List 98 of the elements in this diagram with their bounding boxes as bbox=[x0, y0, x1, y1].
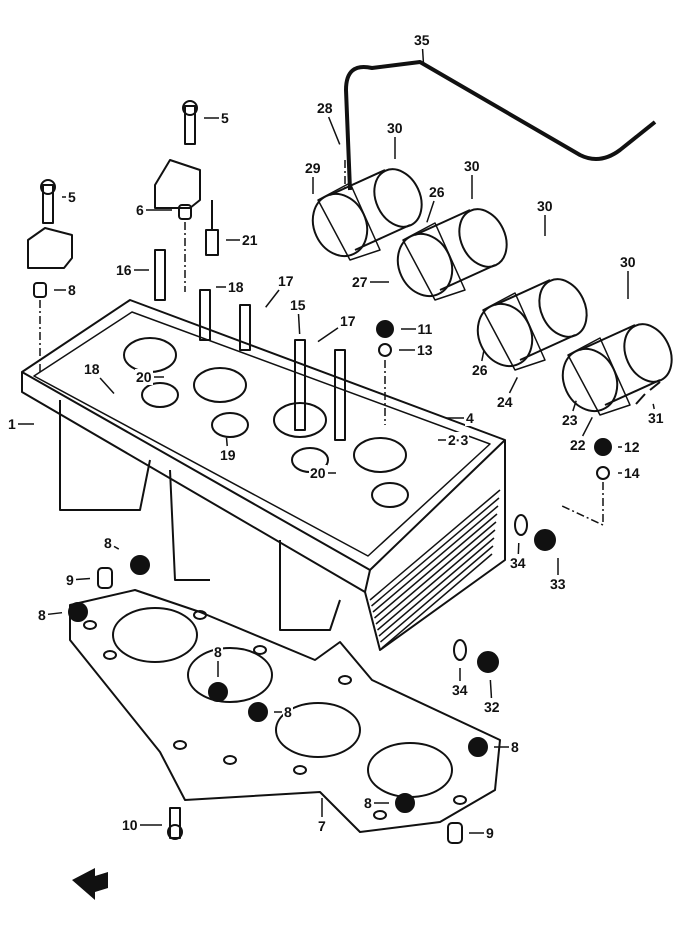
callout-number: 26 bbox=[428, 184, 446, 200]
leader-line bbox=[426, 200, 435, 223]
leader-line bbox=[328, 472, 336, 474]
leader-line bbox=[572, 400, 577, 412]
leader-line bbox=[481, 350, 485, 362]
leader-line bbox=[226, 239, 240, 241]
leader-line bbox=[471, 175, 473, 199]
leader-line bbox=[618, 446, 622, 448]
callout-number: 8 bbox=[363, 795, 373, 811]
leader-line bbox=[446, 417, 464, 419]
callout-number: 9 bbox=[65, 572, 75, 588]
leader-line bbox=[394, 137, 396, 159]
callout-number: 30 bbox=[536, 198, 554, 214]
callout-number: 8 bbox=[67, 282, 77, 298]
callout-number: 22 bbox=[569, 437, 587, 453]
leader-line bbox=[100, 378, 115, 394]
callout-number: 28 bbox=[316, 100, 334, 116]
leader-line bbox=[401, 328, 416, 330]
callout-number: 34 bbox=[451, 682, 469, 698]
callout-number: 8 bbox=[103, 535, 113, 551]
callout-number: 20 bbox=[309, 465, 327, 481]
leader-line bbox=[134, 269, 149, 271]
leader-line bbox=[374, 802, 389, 804]
leader-line bbox=[438, 439, 446, 441]
leader-line bbox=[618, 472, 622, 474]
callout-number: 16 bbox=[115, 262, 133, 278]
leader-line bbox=[318, 327, 338, 342]
callout-number: 5 bbox=[67, 189, 77, 205]
leader-line bbox=[298, 314, 300, 334]
callout-number: 20 bbox=[135, 369, 153, 385]
leader-line bbox=[370, 281, 389, 283]
callout-number: 8 bbox=[213, 644, 223, 660]
callout-number: 31 bbox=[647, 410, 665, 426]
callout-number: 14 bbox=[623, 465, 641, 481]
callout-number: 15 bbox=[289, 297, 307, 313]
leader-line bbox=[76, 578, 90, 580]
callout-number: 8 bbox=[283, 704, 293, 720]
callout-number: 24 bbox=[496, 394, 514, 410]
callout-number: 18 bbox=[227, 279, 245, 295]
leader-line bbox=[54, 289, 66, 291]
leader-line bbox=[557, 558, 559, 575]
callout-number: 1 bbox=[7, 416, 17, 432]
callout-number: 6 bbox=[135, 202, 145, 218]
callout-number: 21 bbox=[241, 232, 259, 248]
leader-line bbox=[469, 832, 484, 834]
leader-line bbox=[627, 271, 629, 299]
callout-number: 26 bbox=[471, 362, 489, 378]
callout-number: 35 bbox=[413, 32, 431, 48]
leader-line bbox=[494, 746, 509, 748]
callout-number: 34 bbox=[509, 555, 527, 571]
leader-line bbox=[544, 215, 546, 236]
callout-number: 18 bbox=[83, 361, 101, 377]
callout-number: 7 bbox=[317, 818, 327, 834]
leader-line bbox=[62, 196, 66, 198]
leader-line bbox=[518, 542, 520, 554]
callout-number: 17 bbox=[277, 273, 295, 289]
leader-line bbox=[154, 376, 164, 378]
leader-line bbox=[274, 711, 282, 713]
leader-line bbox=[114, 546, 120, 550]
callout-number: 12 bbox=[623, 439, 641, 455]
leader-line bbox=[146, 209, 172, 211]
callout-number: 29 bbox=[304, 160, 322, 176]
leader-line bbox=[312, 177, 314, 194]
leader-line bbox=[490, 680, 492, 698]
callout-number: 4 bbox=[465, 410, 475, 426]
leader-line bbox=[582, 417, 593, 436]
callout-number: 13 bbox=[416, 342, 434, 358]
callout-number: 27 bbox=[351, 274, 369, 290]
leader-line bbox=[48, 612, 62, 616]
leader-line bbox=[18, 423, 34, 425]
callout-number: 30 bbox=[386, 120, 404, 136]
callout-number: 8 bbox=[510, 739, 520, 755]
callout-number: 33 bbox=[549, 576, 567, 592]
leader-line bbox=[422, 48, 424, 66]
leader-line bbox=[652, 404, 655, 410]
leader-line bbox=[459, 668, 461, 681]
leader-line bbox=[226, 438, 228, 446]
callout-number: 5 bbox=[220, 110, 230, 126]
callout-number: 2·3 bbox=[447, 432, 470, 448]
leader-line bbox=[399, 349, 415, 351]
callout-number: 30 bbox=[463, 158, 481, 174]
callout-number: 23 bbox=[561, 412, 579, 428]
callout-number: 19 bbox=[219, 447, 237, 463]
leader-line bbox=[265, 290, 280, 308]
leader-line bbox=[508, 377, 518, 394]
callout-number: 30 bbox=[619, 254, 637, 270]
callout-number: 17 bbox=[339, 313, 357, 329]
callout-number: 9 bbox=[485, 825, 495, 841]
callout-number: 8 bbox=[37, 607, 47, 623]
callout-number: 32 bbox=[483, 699, 501, 715]
leader-line bbox=[217, 661, 219, 677]
callout-number: 10 bbox=[121, 817, 139, 833]
leader-line bbox=[140, 824, 162, 826]
leader-line bbox=[321, 798, 323, 817]
leader-line bbox=[328, 116, 340, 145]
leader-line bbox=[204, 117, 219, 119]
leader-line bbox=[216, 286, 226, 288]
callout-number: 11 bbox=[416, 321, 434, 337]
